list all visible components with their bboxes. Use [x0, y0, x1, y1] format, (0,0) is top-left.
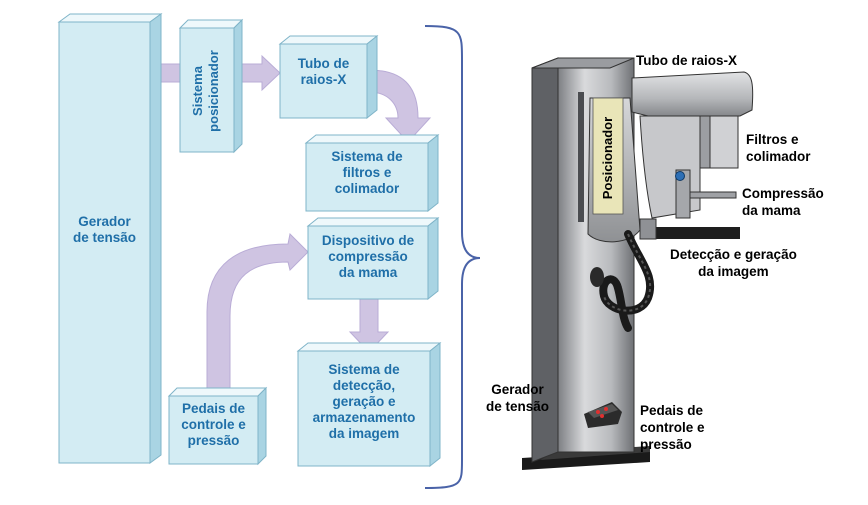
gerador-label: Gerador de tensão	[72, 214, 137, 245]
device-base	[522, 450, 650, 470]
label-pedais: Pedais de controle e pressão	[640, 403, 705, 452]
arrow-compressao-to-deteccao	[348, 293, 390, 353]
filtros-box	[304, 133, 440, 213]
deteccao-box	[296, 341, 442, 468]
grouping-brace	[424, 25, 481, 489]
label-deteccao: Detecção e geração da imagem	[670, 247, 797, 279]
label-gerador: Gerador de tensão	[486, 382, 550, 414]
label-filtros: Filtros e colimador	[746, 132, 811, 164]
label-tubo: Tubo de raios-X	[636, 53, 738, 68]
posicionador-text: Posicionador	[600, 116, 615, 200]
gerador-box	[57, 13, 163, 464]
pedais-box	[167, 386, 268, 466]
xray-tube-head	[631, 71, 754, 240]
compressao-label: Dispositivo de compressão da mama	[321, 233, 415, 280]
posicionador-box	[178, 18, 244, 154]
deteccao-label: Sistema de detecção, geração e armazenam…	[312, 362, 416, 441]
label-compressao: Compressão da mama	[742, 186, 824, 218]
filtros-label: Sistema de filtros e colimador	[331, 149, 403, 196]
tubo-box	[278, 34, 379, 120]
positioner-arm	[587, 97, 641, 243]
pedais-label: Pedais de controle e pressão	[181, 401, 246, 448]
tubo-label: Tubo de raios-X	[297, 56, 350, 87]
arrow-posicionador-to-tubo	[238, 54, 281, 92]
foot-pedal	[584, 402, 622, 428]
column-knob	[590, 267, 604, 287]
compressao-box	[306, 216, 440, 301]
arrow-tubo-to-filtros	[368, 69, 432, 143]
